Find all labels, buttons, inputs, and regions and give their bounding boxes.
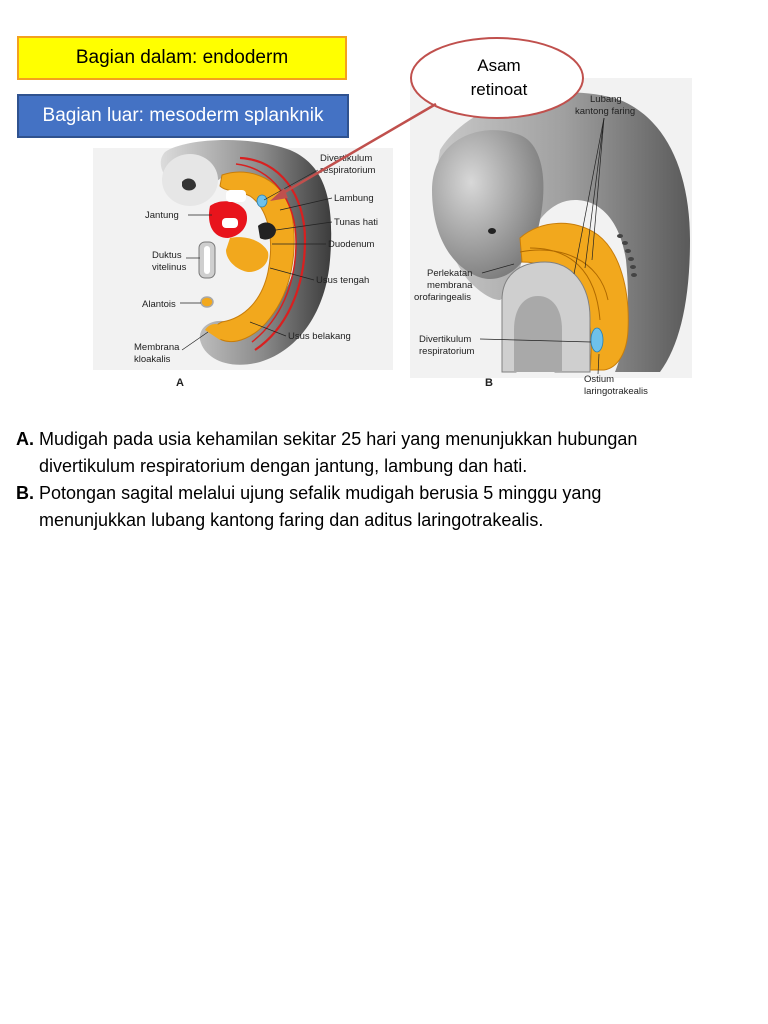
label-jantung: Jantung [145, 210, 179, 221]
label-lambung: Lambung [334, 193, 374, 204]
label-divertikulum-a-1: Divertikulum [320, 153, 372, 164]
figure-a-embryo [160, 140, 332, 365]
endoderm-label-text: Bagian dalam: endoderm [75, 47, 289, 68]
caption-b-text-1: Potongan sagital melalui ujung sefalik m… [34, 483, 602, 503]
label-membrana-2: kloakalis [134, 354, 171, 365]
label-lubang-1: Lubang [590, 94, 622, 105]
caption-a-text-1: Mudigah pada usia kehamilan sekitar 25 h… [34, 429, 638, 449]
label-perlekatan-1: Perlekatan [427, 268, 472, 279]
caption-a-key: A. [16, 429, 34, 449]
caption-b-line-1: B. Potongan sagital melalui ujung sefali… [16, 480, 761, 507]
panel-a-letter: A [176, 377, 184, 389]
figure-a-labels: Divertikulum respiratorium Lambung Jantu… [134, 153, 378, 389]
label-duktus-1: Duktus [152, 250, 182, 261]
retinoic-acid-callout [270, 37, 584, 201]
figure-b-labels: Lubang kantong faring Perlekatan membran… [414, 94, 648, 397]
figure-caption: A. Mudigah pada usia kehamilan sekitar 2… [16, 426, 761, 534]
label-alantois: Alantois [142, 299, 176, 310]
label-lubang-2: kantong faring [575, 106, 635, 117]
label-divertikulum-a-2: respiratorium [320, 165, 376, 176]
label-duktus-2: vitelinus [152, 262, 187, 273]
label-ostium-2: laringotrakealis [584, 386, 648, 397]
endoderm-label-box: Bagian dalam: endoderm [17, 36, 347, 80]
label-perlekatan-2: membrana [427, 280, 473, 291]
callout-arrowhead [270, 188, 288, 201]
caption-b-key: B. [16, 483, 34, 503]
label-divertikulum-b-2: respiratorium [419, 346, 475, 357]
caption-a-line-1: A. Mudigah pada usia kehamilan sekitar 2… [16, 426, 761, 453]
embryo-figure: Divertikulum respiratorium Lambung Jantu… [93, 37, 692, 397]
label-duodenum: Duodenum [328, 239, 375, 250]
caption-b-line-2: menunjukkan lubang kantong faring dan ad… [39, 510, 544, 530]
label-perlekatan-3: orofaringealis [414, 292, 471, 303]
mesoderm-label-text: Bagian luar: mesoderm splanknik [42, 105, 324, 126]
mesoderm-label-box: Bagian luar: mesoderm splanknik [17, 94, 349, 138]
callout-text: Asam retinoat [426, 54, 572, 102]
callout-line-1: Asam [477, 56, 521, 75]
label-usus-tengah: Usus tengah [316, 275, 369, 286]
label-membrana-1: Membrana [134, 342, 180, 353]
label-usus-belakang: Usus belakang [288, 331, 351, 342]
label-ostium-1: Ostium [584, 374, 614, 385]
figure-b-embryo [432, 92, 690, 373]
caption-a-line-2: divertikulum respiratorium dengan jantun… [39, 456, 528, 476]
label-divertikulum-b-1: Divertikulum [419, 334, 471, 345]
label-tunas-hati: Tunas hati [334, 217, 378, 228]
panel-b-letter: B [485, 377, 493, 389]
callout-arrow [277, 102, 437, 198]
callout-line-2: retinoat [470, 80, 528, 99]
